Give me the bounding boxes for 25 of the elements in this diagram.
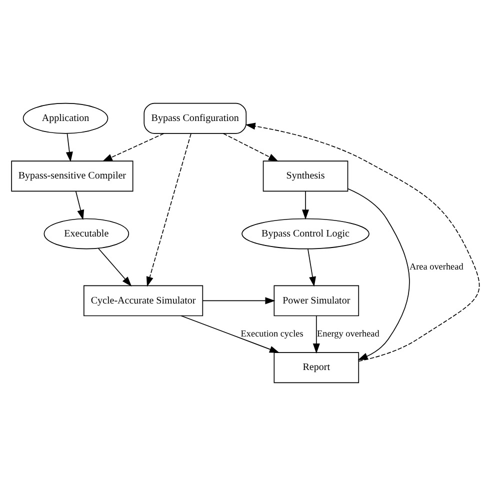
arrow (146, 133, 192, 287)
node-box: Power Simulator (274, 285, 360, 316)
arrow (348, 188, 410, 360)
arrow (75, 190, 84, 220)
node-ellipse: Bypass Control Logic (242, 218, 370, 250)
arrow (102, 133, 164, 162)
arrow (66, 133, 73, 162)
edge-label: Energy overhead (317, 328, 380, 338)
arrow (202, 297, 276, 304)
node-box: Bypass Configuration (144, 102, 247, 134)
edge-label: Area overhead (409, 262, 464, 272)
arrow (308, 248, 316, 287)
arrow (222, 133, 279, 162)
arrow (180, 315, 280, 353)
arrow (312, 316, 320, 354)
node-box: Cycle-Accurate Simulator (84, 285, 204, 316)
edge-label: Execution cycles (240, 328, 304, 338)
node-ellipse: Executable (44, 218, 130, 250)
node-box: Synthesis (262, 160, 348, 192)
node-box: Report (274, 352, 360, 384)
arrow (302, 190, 310, 220)
node-ellipse: Application (22, 102, 108, 134)
arrow (245, 122, 480, 362)
arrow (98, 248, 132, 287)
node-box: Bypass-sensitive Compiler (11, 160, 134, 192)
